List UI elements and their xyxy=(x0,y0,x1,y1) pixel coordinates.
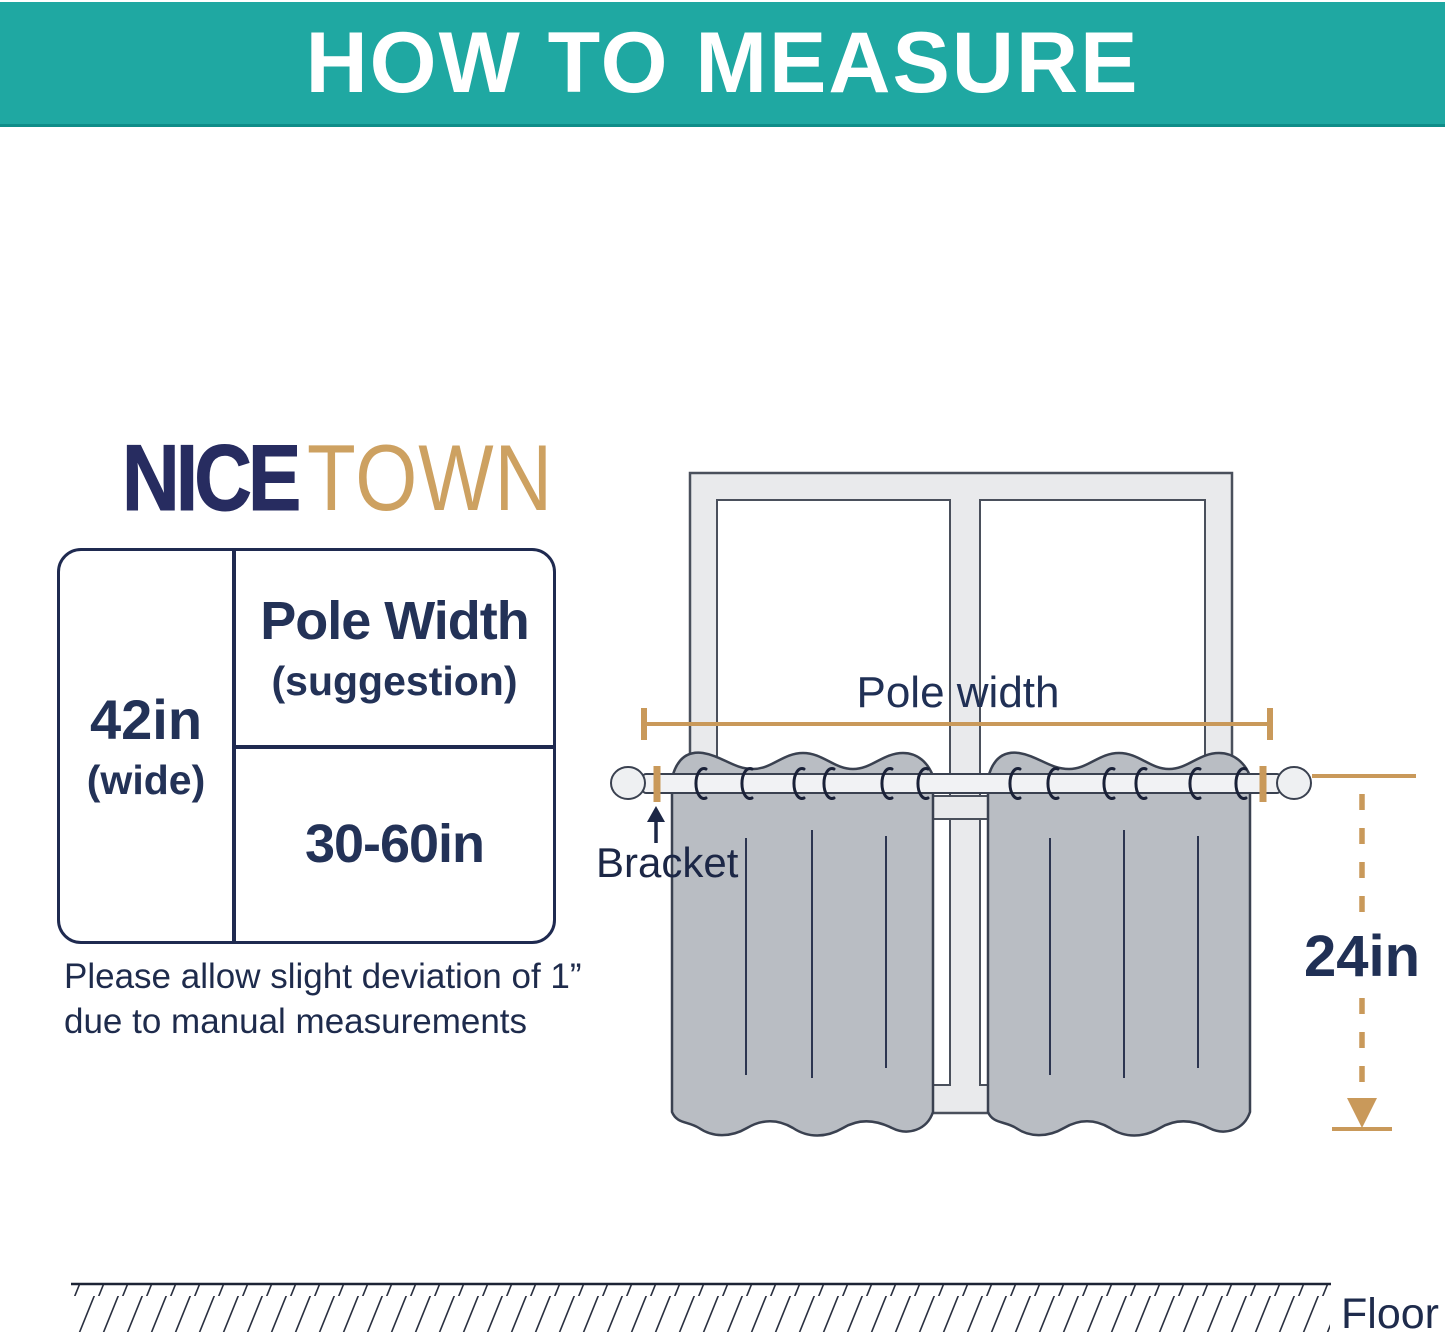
bracket-label: Bracket xyxy=(596,839,739,886)
window-meeting-rail xyxy=(926,795,994,820)
curtain-rod xyxy=(610,766,1312,802)
deviation-note-line1: Please allow slight deviation of 1” xyxy=(64,957,582,996)
pole-width-note: (suggestion) xyxy=(271,658,518,705)
down-arrow-icon xyxy=(1347,1098,1377,1128)
curtain-panel-left xyxy=(670,751,935,1137)
size-table-pole-width-range-cell: 30-60in xyxy=(236,749,553,941)
curtain-panel-right xyxy=(986,751,1252,1137)
size-table-pole-width-header-cell: Pole Width (suggestion) xyxy=(236,551,553,745)
window-curtain-diagram: Pole width xyxy=(596,471,1426,1137)
pole-width-title: Pole Width xyxy=(260,590,529,651)
panel-width-note: (wide) xyxy=(86,757,206,804)
pole-width-measure xyxy=(641,708,1273,740)
deviation-note-line2: due to manual measurements xyxy=(64,1002,528,1041)
rod-finial-right xyxy=(1276,766,1312,800)
header-banner: HOW TO MEASURE xyxy=(0,2,1445,127)
drop-length-measure: 24in xyxy=(1300,774,1426,1131)
curtain-panels xyxy=(670,751,1252,1137)
rod-finial-left xyxy=(610,766,646,800)
floor-label: Floor xyxy=(1341,1290,1439,1337)
floor-hatching xyxy=(74,1285,1330,1332)
pole-width-range: 30-60in xyxy=(304,814,485,875)
pole-width-label: Pole width xyxy=(856,668,1059,717)
curtain-fold-lines xyxy=(745,830,1199,1078)
size-table-panel-width-cell: 42in (wide) xyxy=(60,551,232,941)
panel-width-value: 42in xyxy=(89,687,203,751)
bracket-arrow-icon xyxy=(647,806,665,843)
size-table-horizontal-divider xyxy=(232,745,553,749)
deviation-note: Please allow slight deviation of 1” due … xyxy=(64,954,582,1044)
size-table: 42in (wide) Pole Width (suggestion) 30-6… xyxy=(57,548,556,944)
brand-logo: NICE TOWN xyxy=(122,424,553,536)
brand-logo-town: TOWN xyxy=(306,425,554,531)
drop-length-label: 24in xyxy=(1304,924,1420,989)
floor-diagram: Floor xyxy=(71,1282,1439,1337)
curtain-hooks xyxy=(694,767,1248,800)
page-title: HOW TO MEASURE xyxy=(305,14,1140,111)
brand-logo-nice: NICE xyxy=(122,425,302,531)
